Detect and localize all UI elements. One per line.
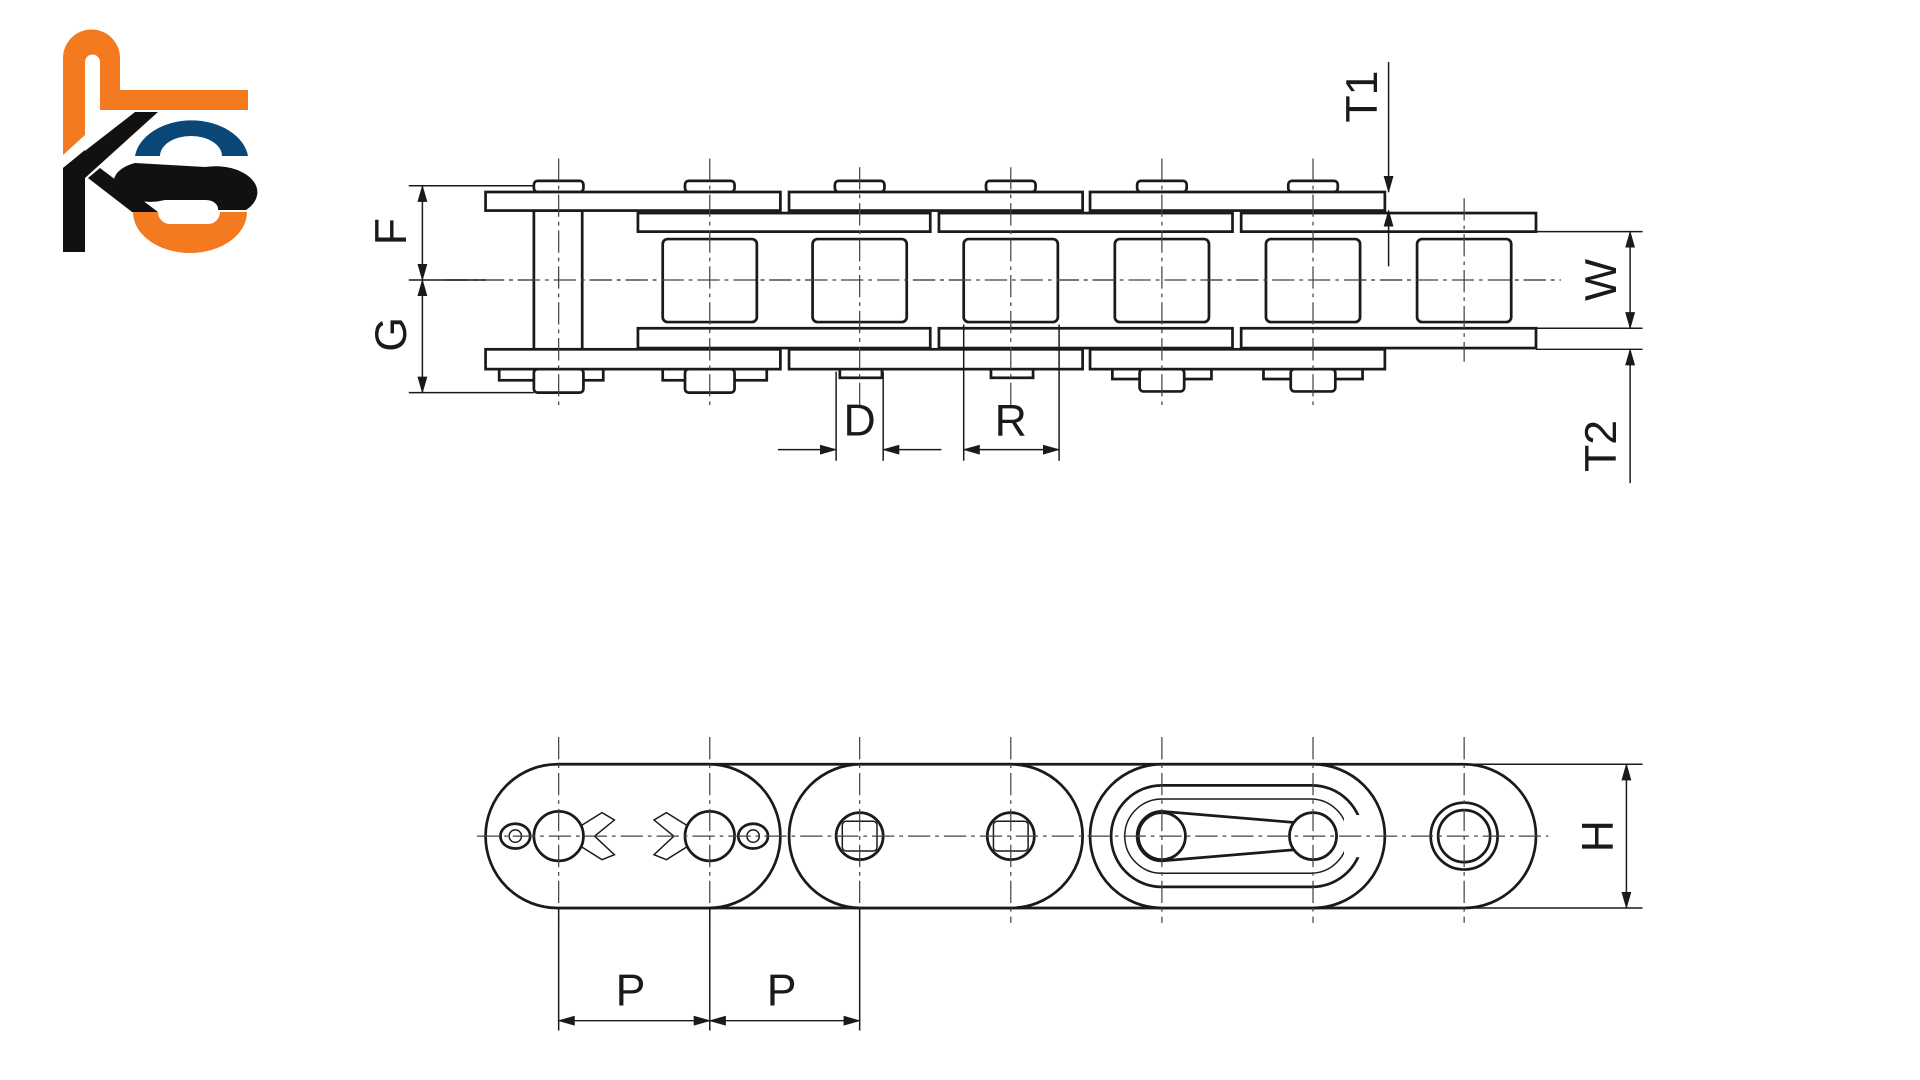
label-p-1: P (616, 966, 646, 1015)
logo-orange-bottom (133, 212, 247, 253)
pin-centerlines-top (558, 158, 1465, 409)
pin-centerlines-side (558, 737, 1465, 923)
outer-plates (484, 190, 1387, 371)
logo-orange-top (63, 29, 248, 156)
logo-k-arm (63, 112, 158, 178)
label-d: D (844, 397, 876, 446)
ks-logo (63, 29, 258, 253)
chain-top-view: F G T1 W T2 (367, 61, 1643, 484)
dimension-t1: T1 (1338, 61, 1394, 267)
label-r: R (995, 397, 1027, 446)
label-t1: T1 (1338, 71, 1387, 123)
dimension-r: R (962, 324, 1061, 461)
label-p-2: P (767, 966, 797, 1015)
label-f: F (367, 218, 416, 245)
logo-s-blue (135, 120, 248, 156)
dimension-w: W (1511, 230, 1643, 330)
pin-heads-top (532, 179, 1340, 194)
dimension-f: F (367, 184, 533, 282)
dimension-g: G (367, 278, 534, 394)
pin-heads-bottom (497, 367, 1364, 395)
label-h: H (1573, 820, 1622, 852)
label-t2: T2 (1577, 420, 1626, 472)
dimension-t2: T2 (1535, 348, 1643, 484)
chain-side-view: H P P (476, 737, 1643, 1031)
logo-s-black (113, 163, 258, 210)
dimension-d: D (777, 371, 942, 461)
dimension-p: P P (557, 907, 861, 1031)
dimension-h: H (1464, 763, 1643, 910)
label-g: G (367, 317, 416, 352)
label-w: W (1577, 259, 1626, 301)
